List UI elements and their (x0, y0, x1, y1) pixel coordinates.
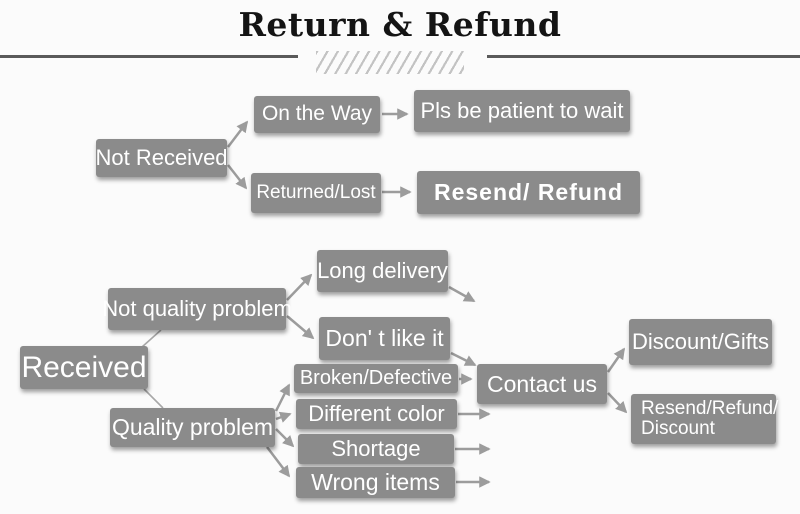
arrow-contact-us-to-resend-refund-discount (607, 392, 628, 414)
node-not-quality-problem: Not quality problem (102, 288, 292, 330)
node-resend-refund-discount-line2: Discount (641, 418, 715, 439)
arrow-qp-to-shortage (275, 428, 295, 448)
node-resend-refund-discount-line1: Resend/Refund/ (641, 398, 779, 420)
node-resend-refund: Resend/ Refund (417, 171, 640, 214)
node-shortage: Shortage (298, 434, 454, 464)
hatch-decoration (316, 51, 464, 74)
node-broken-defective: Broken/Defective (294, 364, 458, 393)
link-received-to-not-quality-problem (141, 329, 162, 348)
arrow-qp-to-different-color (275, 411, 292, 423)
node-quality-problem: Quality problem (110, 408, 275, 447)
node-dont-like-it: Don' t like it (319, 317, 450, 360)
page-title: Return & Refund (238, 5, 562, 44)
divider-line-left (0, 55, 298, 58)
node-returned-lost: Returned/Lost (251, 173, 381, 213)
node-different-color: Different color (296, 399, 457, 429)
arrow-not-received-to-returned-lost (227, 164, 248, 190)
node-wrong-items: Wrong items (296, 467, 455, 498)
arrow-contact-us-to-discount-gifts (606, 347, 626, 373)
arrow-qp-to-wrong-items (266, 446, 291, 478)
node-discount-gifts: Discount/Gifts (629, 319, 772, 365)
arrow-qp-to-broken-defective (274, 383, 291, 412)
node-long-delivery: Long delivery (317, 250, 448, 292)
node-resend-refund-discount: Resend/Refund/ Discount (631, 394, 779, 444)
node-contact-us: Contact us (477, 364, 607, 404)
node-on-the-way: On the Way (254, 96, 380, 133)
node-received: Received (20, 346, 148, 389)
node-pls-be-patient-to-wait: Pls be patient to wait (414, 90, 630, 132)
arrow-long-delivery-out (448, 285, 476, 303)
arrow-not-received-to-on-the-way (227, 120, 249, 148)
divider-line-right (487, 55, 800, 58)
node-not-received: Not Received (95, 139, 228, 177)
link-received-to-quality-problem (143, 388, 164, 409)
